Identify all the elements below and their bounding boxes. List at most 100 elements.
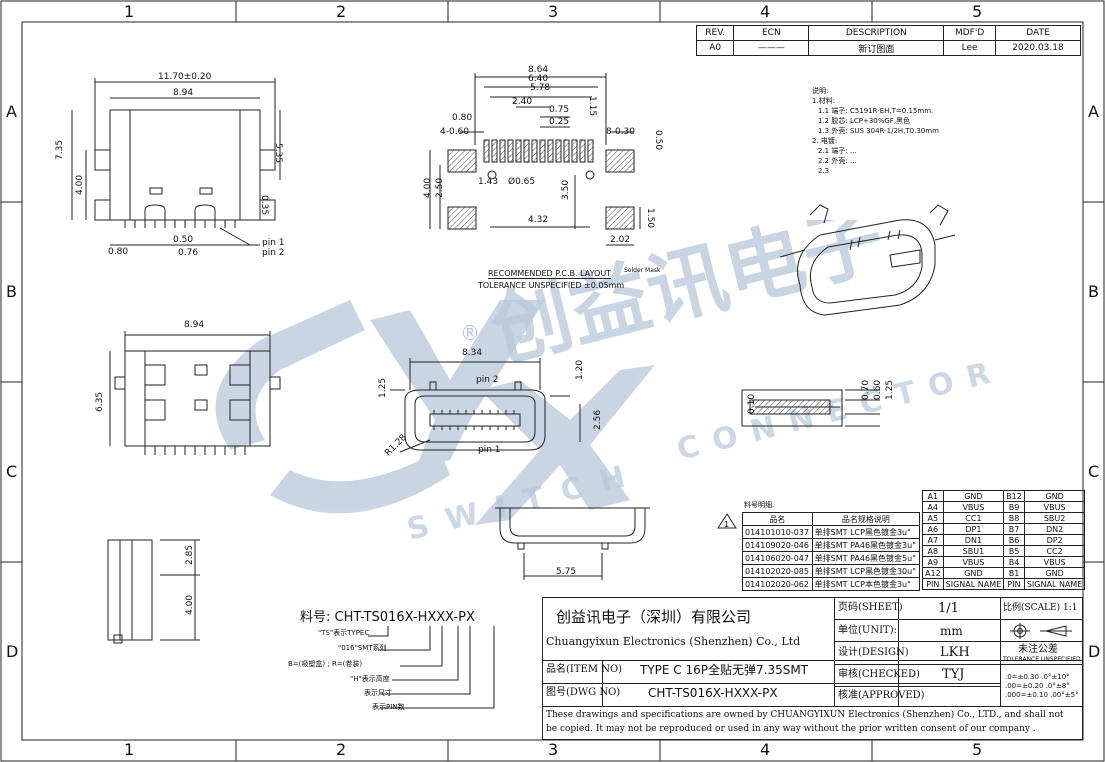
signal-cell: CC1: [942, 512, 1005, 524]
notes-line-1: 1.材料:: [812, 97, 836, 105]
signal-header: SIGNAL NAME: [942, 578, 1005, 590]
description-cell: 新订图面: [808, 40, 945, 56]
date-header: DATE: [994, 25, 1082, 41]
dim-height-735: 7.35: [55, 139, 65, 160]
col-label-1: 1: [124, 2, 135, 21]
part-spec: 单排SMT LCP本色镀金3u": [811, 577, 921, 591]
dim-080: 0.80: [108, 247, 129, 257]
section-dim-070: 0.70: [861, 379, 871, 400]
signal-cell: GND: [1023, 490, 1086, 502]
dwg-no-value: CHT-TS016X-HXXX-PX: [648, 686, 778, 700]
tb-rule: [542, 660, 1083, 661]
tb-rule: [1000, 641, 1083, 642]
pin-cell: A7: [922, 534, 944, 546]
projection-symbol-icon: [1010, 623, 1072, 639]
part-number: 014106020-047: [742, 551, 813, 565]
signal-cell: VBUS: [942, 501, 1005, 513]
ecn-header: ECN: [733, 25, 810, 41]
signal-cell: VBUS: [1023, 556, 1086, 568]
title-block: [542, 597, 1083, 740]
row-label-c: C: [6, 462, 18, 481]
design-label: 设计(DESIGN): [838, 647, 909, 658]
signal-cell: DN2: [1023, 523, 1086, 535]
rev-header: REV.: [695, 25, 735, 41]
sheet-label: 页码(SHEET): [838, 602, 903, 613]
signal-cell: VBUS: [942, 556, 1005, 568]
pin-cell: B6: [1003, 534, 1025, 546]
part-spec: 单排SMT LCP黑色镀金30u": [811, 564, 921, 578]
pin-cell: B8: [1003, 512, 1025, 524]
row-label-a-r: A: [1088, 102, 1099, 121]
signal-cell: DN1: [942, 534, 1005, 546]
rev-cell: A0: [695, 40, 735, 56]
pcb-tolerance: TOLERANCE UNSPECIFIED ±0.05mm: [478, 281, 625, 290]
legend-pins: 表示PIN数: [372, 703, 405, 711]
pcb-dim-150: 1.50: [645, 208, 655, 229]
parts-col-spec: 品名规格说明: [811, 512, 921, 526]
company-name-cn: 创益讯电子（深圳）有限公司: [556, 608, 752, 626]
legend-ts: "TS"表示TYPEC: [318, 629, 370, 637]
section-dim-125: 1.25: [885, 379, 895, 400]
col-label-3: 3: [548, 2, 559, 21]
signal-cell: CC2: [1023, 545, 1086, 557]
item-no-label: 品名(ITEM NO): [546, 664, 623, 675]
tb-rule: [542, 706, 1083, 707]
signal-cell: DP1: [942, 523, 1005, 535]
tb-rule: [834, 664, 1083, 665]
mating-dim-834: 8.34: [462, 348, 483, 358]
mating-face-drawing: [390, 358, 581, 453]
notes-line-7: 2.2 外壳: ...: [818, 157, 857, 165]
checked-value: TYJ: [942, 667, 965, 682]
solder-mask-note: Solder Mask: [624, 267, 661, 274]
mating-label-pin2: pin 2: [476, 375, 499, 385]
col-label-4b: 4: [760, 740, 771, 759]
pcb-dim-202: 2.02: [610, 235, 631, 245]
notes-line-3: 1.2 胶芯: LCP+30%GF,黑色: [818, 117, 911, 125]
notes-line-2: 1.1 端子: C5191R-EH,T=0.15mm.: [818, 107, 934, 115]
pin-cell: A9: [922, 556, 944, 568]
dim-body-width: 8.94: [173, 88, 194, 98]
part-spec: 单排SMT PA46黑色镀金5u": [811, 551, 921, 565]
parts-col-name: 品名: [742, 512, 813, 526]
col-label-5b: 5: [972, 740, 983, 759]
front-view-drawing: [71, 78, 281, 246]
col-label-4: 4: [760, 2, 771, 21]
pcb-dim-115: 1.15: [587, 96, 597, 117]
tb-rule: [602, 660, 603, 706]
legend-016: "016"SMT系列: [338, 644, 387, 652]
sheet-value: 1/1: [938, 601, 959, 616]
notes-line-5: 2. 电镀:: [812, 137, 838, 145]
pcb-dim-240: 2.40: [512, 97, 533, 107]
pcb-dim-143: 1.43: [478, 177, 499, 187]
row-label-b-r: B: [1088, 282, 1099, 301]
signal-cell: DP2: [1023, 534, 1086, 546]
mating-dim-125: 1.25: [378, 377, 388, 398]
tb-rule: [834, 686, 1000, 687]
row-label-d-r: D: [1088, 642, 1101, 661]
mdfd-header: MDF'D: [943, 25, 996, 41]
signal-cell: SBU1: [942, 545, 1005, 557]
legend-packing: B=(吸塑盒) ; R=(卷装): [288, 660, 363, 668]
pcb-dim-578: 5.78: [530, 83, 551, 93]
dim-height-535: 5.35: [273, 143, 283, 164]
top-view-drawing: [109, 331, 281, 455]
pin-header: PIN: [922, 578, 944, 590]
col-label-1b: 1: [124, 740, 135, 759]
bottom-dim-575: 5.75: [556, 567, 577, 577]
pcb-dim-025: 0.25: [549, 117, 570, 127]
pcb-dim-050: 0.50: [653, 130, 663, 151]
company-name-en: Chuangyixun Electronics (Shenzhen) Co., …: [546, 635, 801, 648]
part-number: 014102020-085: [742, 564, 813, 578]
pcb-dim-phi065: Ø0.65: [508, 177, 536, 187]
pcb-dim-4-060: 4-0.60: [440, 127, 470, 137]
side-view-drawing: [107, 539, 200, 644]
pin-cell: B7: [1003, 523, 1025, 535]
